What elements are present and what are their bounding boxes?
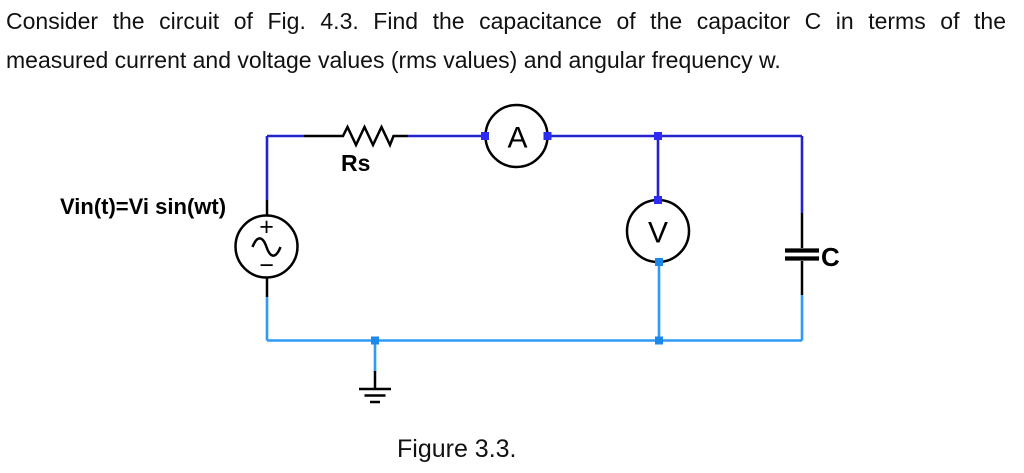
node-voltmeter-top <box>654 196 662 204</box>
node-ammeter-left <box>481 132 489 140</box>
node-voltmeter-bottom <box>655 258 663 266</box>
resistor <box>304 124 408 149</box>
capacitor <box>785 213 819 295</box>
node-top-voltmeter-branch <box>654 132 662 140</box>
junction-dots <box>371 132 663 345</box>
voltage-source: + − <box>234 200 299 297</box>
source-equation-label: Vin(t)=Vi sin(wt) <box>60 194 227 219</box>
problem-text-line-1: Consider the circuit of Fig. 4.3. Find t… <box>6 8 1006 34</box>
problem-text-line-2: measured current and voltage values (rms… <box>6 47 781 73</box>
sine-wave-icon <box>251 237 282 257</box>
voltmeter: V <box>625 198 691 264</box>
wires-bottom <box>265 262 804 372</box>
ammeter-label: A <box>507 122 527 155</box>
voltmeter-label: V <box>648 217 668 250</box>
resistor-zigzag-icon <box>304 124 408 149</box>
node-ground-junction <box>371 336 379 345</box>
resistor-label: Rs <box>341 150 371 176</box>
ammeter: A <box>484 103 549 169</box>
source-plus-sign: + <box>259 213 274 241</box>
ground <box>359 371 391 404</box>
wires-top <box>265 134 804 213</box>
capacitor-label: C <box>821 242 840 272</box>
node-ammeter-right <box>543 132 552 140</box>
source-minus-sign: − <box>259 252 274 280</box>
node-bottom-voltmeter-branch <box>655 336 663 345</box>
figure-caption: Figure 3.3. <box>397 435 517 463</box>
